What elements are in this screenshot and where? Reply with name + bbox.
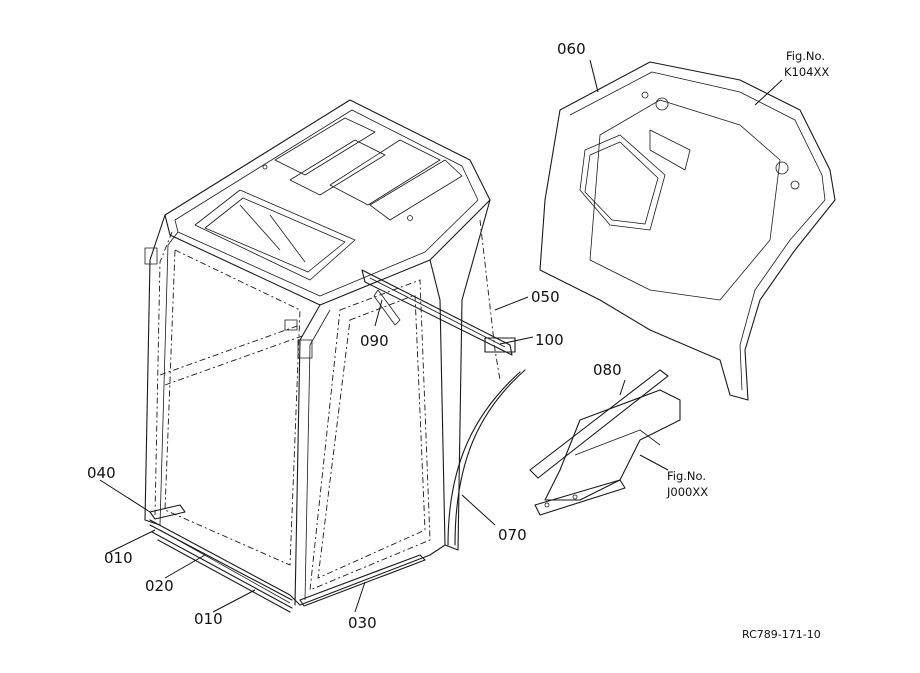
label-040: 040 (87, 464, 116, 482)
label-020: 020 (145, 577, 174, 595)
label-050: 050 (531, 288, 560, 306)
part-090-shape (373, 289, 401, 326)
cab-frame (144, 99, 501, 606)
fig-ref-bracket-line2: J000XX (666, 485, 708, 499)
part-030-shape (299, 554, 426, 607)
leader-lines (99, 59, 783, 613)
part-070-shape (447, 369, 526, 546)
fig-ref-rear-line1: Fig.No. (786, 49, 825, 63)
fig-ref-rear-line2: K104XX (784, 65, 829, 79)
part-080-shape (529, 369, 681, 516)
label-010-lower: 010 (194, 610, 223, 628)
label-060: 060 (557, 40, 586, 58)
label-070: 070 (498, 526, 527, 544)
part-050-shape (361, 269, 516, 356)
label-080: 080 (593, 361, 622, 379)
label-090: 090 (360, 332, 389, 350)
label-030: 030 (348, 614, 377, 632)
label-010-upper: 010 (104, 549, 133, 567)
part-010-020-shapes (149, 524, 293, 613)
drawing-code: RC789-171-10 (742, 628, 821, 641)
part-labels: 060 050 090 100 080 070 040 010 020 010 … (87, 40, 622, 632)
part-040-shape (149, 504, 186, 520)
part-060-shape (539, 61, 836, 401)
figure-references: Fig.No. K104XX Fig.No. J000XX (666, 49, 829, 499)
label-100: 100 (535, 331, 564, 349)
fig-ref-bracket-line1: Fig.No. (667, 469, 706, 483)
